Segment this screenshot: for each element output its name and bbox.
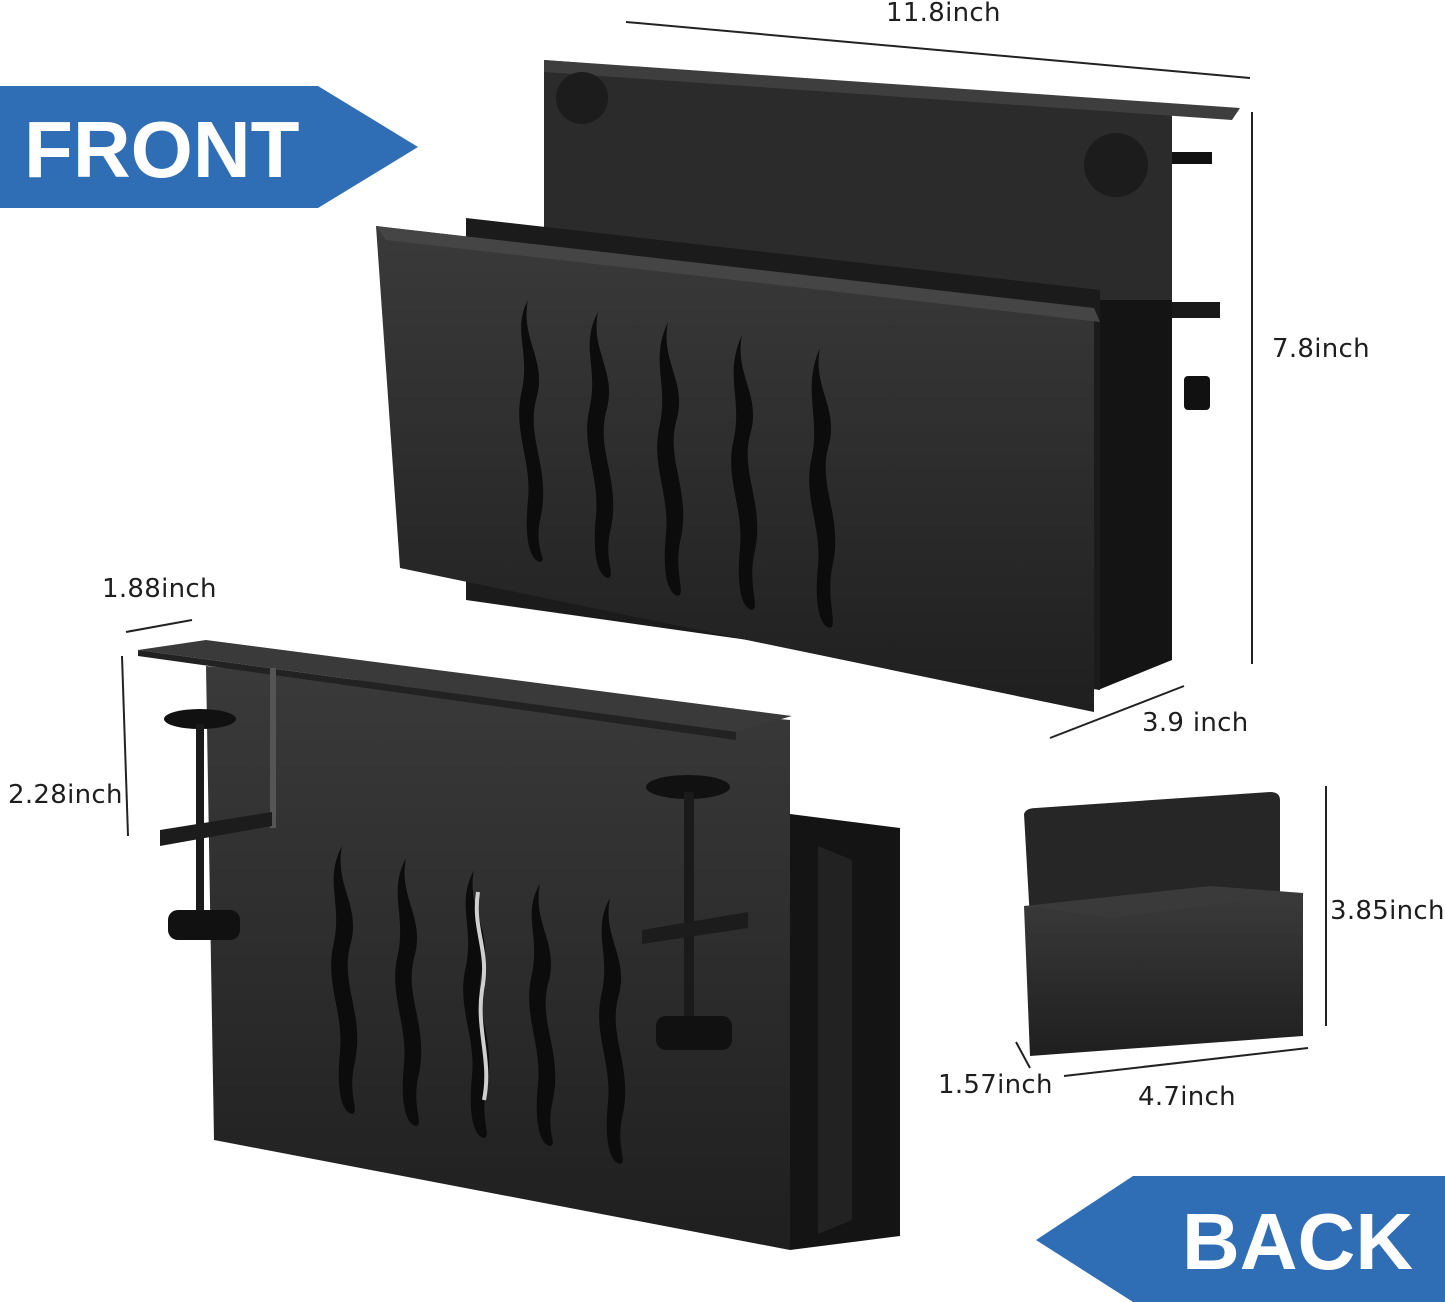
- height-large-label: 7.8inch: [1272, 334, 1370, 364]
- cup-width-label: 4.7inch: [1138, 1082, 1236, 1112]
- cup-height-label: 3.85inch: [1330, 896, 1445, 926]
- small-cup: [1024, 792, 1303, 1056]
- front-label: FRONT: [24, 105, 300, 194]
- cup-depth-label: 1.57inch: [938, 1070, 1053, 1100]
- left-clamp: [160, 709, 272, 940]
- dimension-lines: [121, 21, 1327, 1077]
- depth-large-label: 3.9 inch: [1142, 708, 1249, 738]
- front-organizer: [376, 60, 1240, 712]
- back-label: BACK: [1182, 1197, 1414, 1286]
- front-badge: [0, 86, 418, 208]
- width-large-label: 11.8inch: [886, 0, 1001, 28]
- back-organizer: [138, 640, 900, 1250]
- clamp-height-label: 2.28inch: [8, 780, 123, 810]
- back-badge: [1036, 1176, 1445, 1302]
- clamp-top-label: 1.88inch: [102, 574, 217, 604]
- right-clamp: [642, 775, 748, 1050]
